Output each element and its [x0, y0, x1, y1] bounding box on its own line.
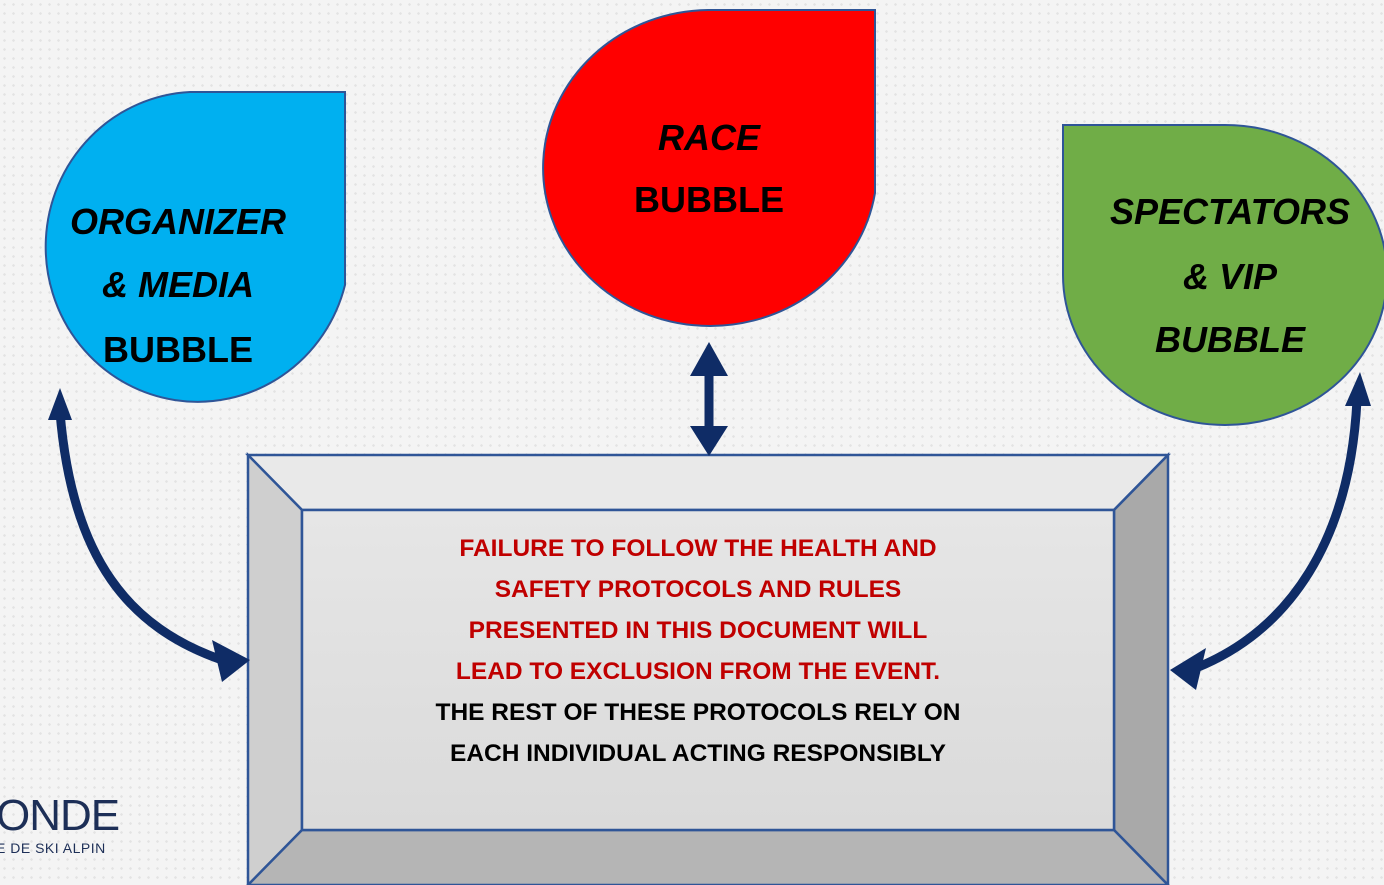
warning-line: SAFETY PROTOCOLS AND RULES — [494, 576, 902, 603]
organizer-label-line1: ORGANIZER — [70, 201, 286, 242]
organizer-label-line2: & MEDIA — [102, 264, 254, 305]
warning-line: FAILURE TO FOLLOW THE HEALTH AND — [459, 535, 937, 562]
bevel-bottom — [246, 828, 1170, 885]
spectators-box-curved-arrow — [1170, 372, 1371, 690]
box-inner-face — [300, 508, 1116, 832]
organizer-box-curved-arrow — [48, 388, 250, 682]
warning-line: LEAD TO EXCLUSION FROM THE EVENT. — [455, 658, 941, 685]
race-bubble-shape — [542, 9, 876, 327]
brand-logo-fragment: ONDE E DE SKI ALPIN — [0, 776, 156, 857]
note-line: THE REST OF THESE PROTOCOLS RELY ON — [435, 699, 961, 726]
center-warning-box — [245, 451, 1171, 885]
bevel-top — [245, 453, 1171, 512]
logo-small-text: E DE SKI ALPIN — [0, 840, 106, 856]
organizer-bubble-shape — [44, 91, 346, 403]
connector-arrows — [48, 342, 1371, 690]
race-box-double-arrow — [690, 342, 728, 456]
spectators-label-line2: & VIP — [1183, 256, 1278, 297]
warning-message: FAILURE TO FOLLOW THE HEALTH AND SAFETY … — [318, 528, 1078, 774]
race-label-line1: RACE — [658, 117, 761, 158]
bevel-left — [246, 451, 304, 885]
warning-line: PRESENTED IN THIS DOCUMENT WILL — [468, 617, 928, 644]
organizer-label-line3: BUBBLE — [103, 329, 253, 370]
logo-big-text: ONDE — [0, 791, 120, 840]
spectators-label-line1: SPECTATORS — [1110, 191, 1350, 232]
logo-top-mark — [0, 776, 156, 792]
organizer-media-bubble: ORGANIZER & MEDIA BUBBLE — [44, 91, 346, 403]
race-label-line2: BUBBLE — [634, 179, 784, 220]
race-bubble: RACE BUBBLE — [542, 9, 876, 327]
spectators-vip-bubble: SPECTATORS & VIP BUBBLE — [1062, 124, 1384, 426]
spectators-label-line3: BUBBLE — [1155, 319, 1306, 360]
bevel-right — [1112, 451, 1170, 885]
note-line: EACH INDIVIDUAL ACTING RESPONSIBLY — [450, 740, 946, 767]
spectators-bubble-shape — [1062, 124, 1384, 426]
